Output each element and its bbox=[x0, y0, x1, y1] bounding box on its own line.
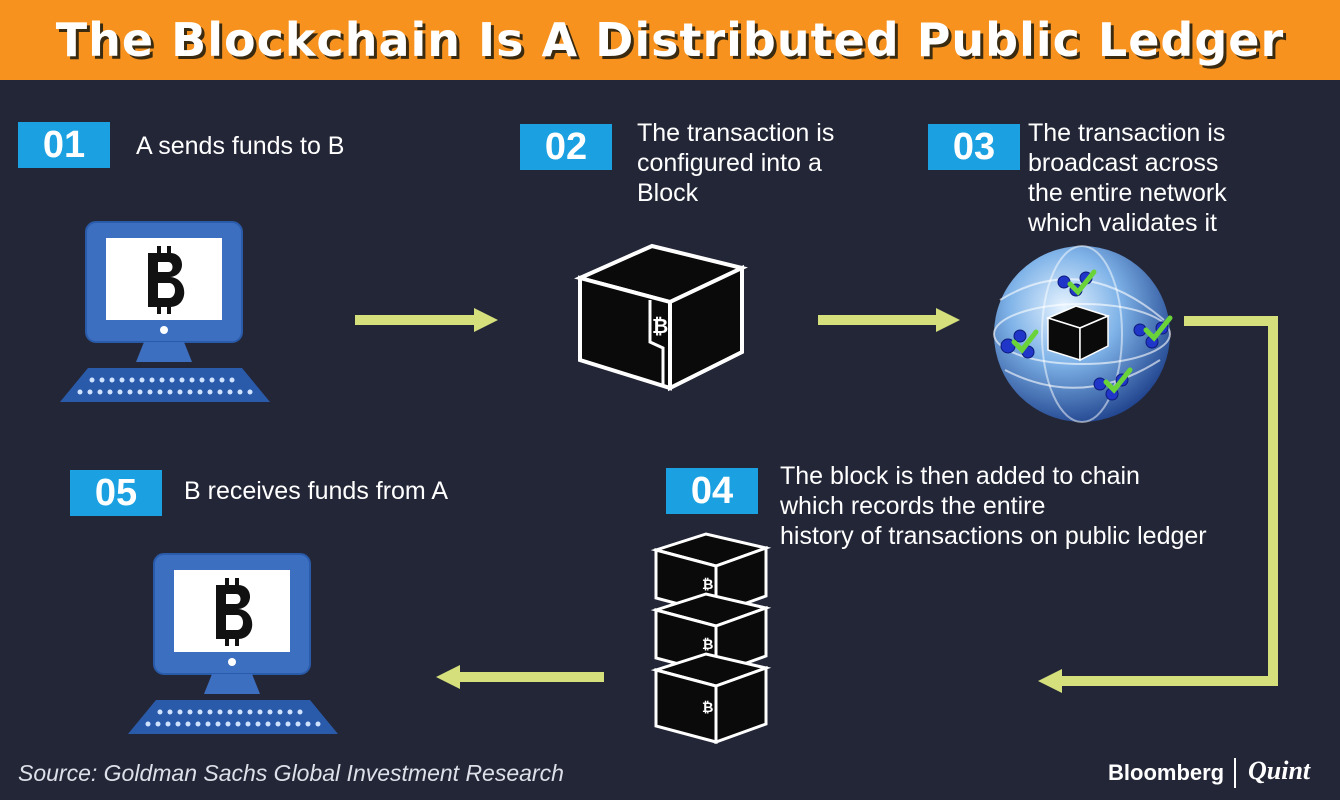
step-04-badge: 04 bbox=[666, 468, 758, 514]
arrow-2-to-3 bbox=[818, 308, 960, 332]
arrow-3-to-4 bbox=[1038, 316, 1278, 693]
brand-bloomberg: Bloomberg bbox=[1108, 760, 1225, 785]
brand-divider bbox=[1234, 758, 1236, 788]
globe-network-icon bbox=[993, 245, 1173, 423]
step-02-text: The transaction is configured into a Blo… bbox=[637, 119, 835, 207]
checkmark-icon bbox=[1011, 269, 1173, 394]
step-03-text: The transaction is broadcast across the … bbox=[1028, 119, 1227, 237]
svg-text:₿: ₿ bbox=[702, 576, 713, 592]
step-01-text: A sends funds to B bbox=[136, 132, 345, 160]
svg-text:₿: ₿ bbox=[702, 636, 713, 652]
bitcoin-icon bbox=[148, 246, 185, 314]
computer-a-icon bbox=[60, 221, 270, 402]
svg-text:₿: ₿ bbox=[702, 699, 713, 715]
page-title: The Blockchain Is A Distributed Public L… bbox=[55, 13, 1285, 67]
step-05-badge: 05 bbox=[70, 470, 162, 516]
arrow-4-to-5 bbox=[436, 665, 604, 689]
step-01-badge: 01 bbox=[18, 122, 110, 168]
block-chain-icon: ₿ ₿ ₿ bbox=[650, 532, 772, 745]
computer-b-icon bbox=[128, 553, 338, 734]
step-04-text: The block is then added to chain which r… bbox=[780, 462, 1207, 550]
title-bar bbox=[0, 0, 1340, 80]
svg-text:₿: ₿ bbox=[652, 316, 668, 338]
block-icon-small bbox=[1045, 305, 1111, 362]
bitcoin-icon bbox=[216, 578, 253, 646]
brand-quint: Quint bbox=[1248, 756, 1311, 785]
step-05-text: B receives funds from A bbox=[184, 477, 449, 505]
step-03-badge: 03 bbox=[928, 124, 1020, 170]
source-note: Source: Goldman Sachs Global Investment … bbox=[18, 760, 564, 786]
block-icon: ₿ bbox=[574, 243, 748, 392]
arrow-1-to-2 bbox=[355, 308, 498, 332]
step-02-badge: 02 bbox=[520, 124, 612, 170]
